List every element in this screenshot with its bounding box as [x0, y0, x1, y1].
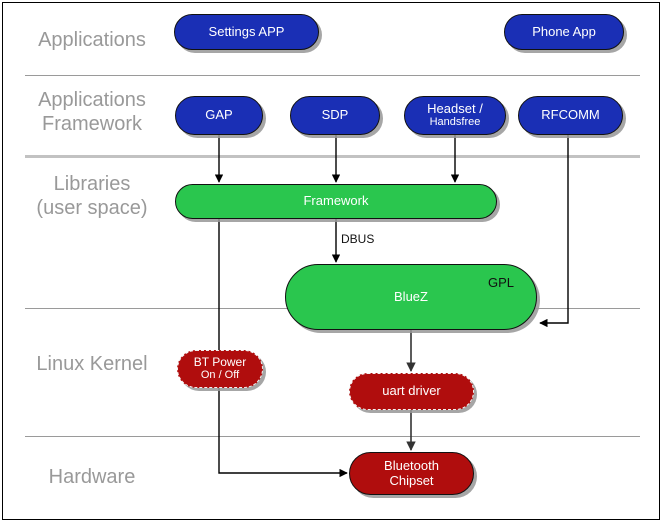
node-uart-driver[interactable]: uart driver	[349, 373, 474, 410]
node-bluetooth-chipset-label: Bluetooth	[384, 457, 439, 473]
layer-label-libraries: Libraries (user space)	[36, 173, 148, 219]
node-bluetooth-chipset[interactable]: Bluetooth Chipset	[349, 452, 474, 495]
layer-label-applications-framework: Applications Framework	[38, 89, 146, 135]
layer-label-hardware: Hardware	[48, 466, 136, 488]
divider-applications	[25, 75, 640, 76]
node-framework-label: Framework	[303, 193, 369, 209]
edge-rfcomm-to-bluez	[539, 135, 569, 328]
node-gap[interactable]: GAP	[175, 96, 263, 135]
node-phone-app[interactable]: Phone App	[504, 14, 624, 50]
node-bluetooth-chipset-sublabel: Chipset	[389, 472, 434, 488]
edge-framework-to-chipset	[218, 219, 348, 478]
node-gap-label: GAP	[205, 107, 233, 123]
node-rfcomm[interactable]: RFCOMM	[518, 96, 623, 135]
node-sdp-label: SDP	[321, 107, 349, 123]
node-settings-app-label: Settings APP	[208, 23, 285, 39]
node-sdp[interactable]: SDP	[290, 96, 380, 135]
node-headset-handsfree-label: Headset /	[427, 100, 483, 116]
node-settings-app[interactable]: Settings APP	[174, 14, 319, 50]
node-rfcomm-label: RFCOMM	[541, 107, 600, 123]
node-bluez[interactable]: GPL BlueZ	[285, 264, 537, 330]
node-bt-power-sublabel: On / Off	[200, 369, 240, 382]
divider-kernel	[25, 436, 640, 437]
node-headset-handsfree[interactable]: Headset / Handsfree	[404, 96, 506, 135]
node-framework[interactable]: Framework	[175, 184, 497, 219]
node-bluez-label: BlueZ	[394, 288, 428, 304]
layer-label-linux-kernel: Linux Kernel	[36, 353, 148, 375]
node-phone-app-label: Phone App	[532, 23, 596, 39]
node-uart-driver-label: uart driver	[382, 383, 441, 399]
divider-framework	[25, 155, 640, 158]
layer-label-applications: Applications	[38, 29, 146, 51]
node-headset-handsfree-sublabel: Handsfree	[429, 116, 481, 129]
node-bt-power[interactable]: BT Power On / Off	[177, 350, 263, 388]
node-bt-power-label: BT Power	[193, 354, 247, 369]
node-bluez-gpl-badge: GPL	[487, 275, 514, 290]
edge-label-dbus: DBUS	[341, 232, 375, 246]
